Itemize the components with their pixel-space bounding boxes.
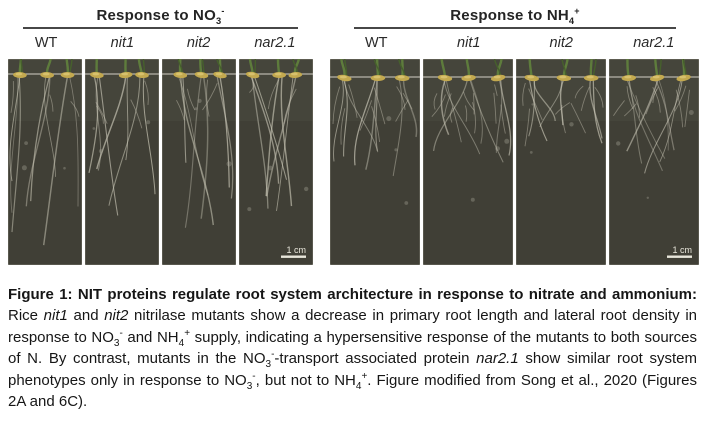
panel-nh4-title-text: Response to NH	[450, 7, 569, 24]
root-photo-no3-nar2.1: 1 cm	[239, 59, 313, 265]
caption-segment: nitrilase mutants show a decrease in pri…	[8, 307, 697, 346]
panel-no3-title-sup: -	[221, 6, 225, 16]
panel-nh4-column-labels: WT nit1 nit2 nar2.1	[330, 35, 700, 53]
caption-segment: show similar root system phenotypes only…	[8, 350, 697, 389]
column-label-nh4-wt: WT	[364, 35, 388, 51]
figure-1: Response to NO3- WT nit1 nit2 nar2.1 1 c…	[8, 6, 700, 412]
panel-no3-column-labels: WT nit1 nit2 nar2.1	[8, 35, 313, 53]
column-label-nh4-nar2.1: nar2.1	[633, 35, 675, 51]
panel-nh4-title: Response to NH4+	[330, 6, 700, 26]
column-label-nh4-nit1: nit1	[457, 35, 481, 51]
root-photo-nh4-nit1	[423, 59, 513, 265]
root-photo-no3-nit2	[162, 59, 236, 265]
scale-bar-label: 1 cm	[286, 245, 306, 255]
panel-nh4-title-sup: +	[574, 6, 580, 16]
panel-nh4-underline	[354, 27, 676, 29]
root-photo-no3-nit1	[85, 59, 159, 265]
panel-no3: Response to NO3- WT nit1 nit2 nar2.1 1 c…	[8, 6, 313, 265]
panel-no3-underline	[23, 27, 298, 29]
caption-segment: -	[271, 349, 275, 361]
column-label-no3-nar2.1: nar2.1	[254, 35, 296, 51]
caption-segment: +	[361, 370, 368, 382]
caption-segment: 3	[113, 337, 120, 349]
caption-segment: nar2.1	[476, 350, 519, 368]
photo-panels: Response to NO3- WT nit1 nit2 nar2.1 1 c…	[8, 6, 700, 265]
figure-caption: Figure 1: NIT proteins regulate root sys…	[8, 284, 697, 412]
caption-segment: 4	[178, 337, 185, 349]
column-label-no3-nit1: nit1	[110, 35, 135, 51]
caption-segment: . Figure modified from Song et al., 2020…	[8, 371, 698, 411]
scale-bar	[667, 255, 692, 258]
column-label-no3-wt: WT	[34, 35, 58, 51]
caption-segment: Rice	[8, 307, 44, 325]
caption-segment: , but not to NH	[255, 371, 356, 389]
scale-bar-label: 1 cm	[672, 245, 692, 255]
caption-segment: 4	[355, 380, 362, 392]
caption-segment: -	[119, 327, 123, 339]
scale-bar	[281, 255, 306, 258]
root-photo-no3-WT	[8, 59, 82, 265]
caption-segment: 3	[246, 380, 253, 392]
caption-segment: Figure 1: NIT proteins regulate root sys…	[8, 286, 697, 303]
caption-segment: and NH	[122, 328, 179, 346]
root-photo-nh4-nit2	[516, 59, 606, 265]
caption-segment: +	[184, 327, 191, 339]
panel-no3-title: Response to NO3-	[8, 6, 313, 26]
caption-segment: nit2	[104, 307, 129, 325]
panel-no3-photos: 1 cm	[8, 59, 313, 265]
root-photo-nh4-WT	[330, 59, 420, 265]
caption-segment: -	[252, 370, 256, 382]
root-photo-nh4-nar2.1: 1 cm	[609, 59, 699, 265]
panel-nh4-title-sub: 4	[568, 16, 575, 26]
caption-segment: 3	[265, 359, 272, 371]
caption-segment: and	[67, 307, 105, 325]
panel-nh4-photos: 1 cm	[330, 59, 700, 265]
panel-no3-title-sub: 3	[215, 16, 222, 26]
caption-segment: -transport associated protein	[274, 350, 477, 368]
caption-segment: supply, indicating a hypersensitive resp…	[8, 328, 697, 368]
column-label-no3-nit2: nit2	[186, 35, 211, 51]
panel-no3-title-text: Response to NO	[96, 7, 216, 24]
column-label-nh4-nit2: nit2	[549, 35, 573, 51]
panel-nh4: Response to NH4+ WT nit1 nit2 nar2.1 1 c…	[330, 6, 700, 265]
caption-segment: nit1	[43, 307, 68, 325]
